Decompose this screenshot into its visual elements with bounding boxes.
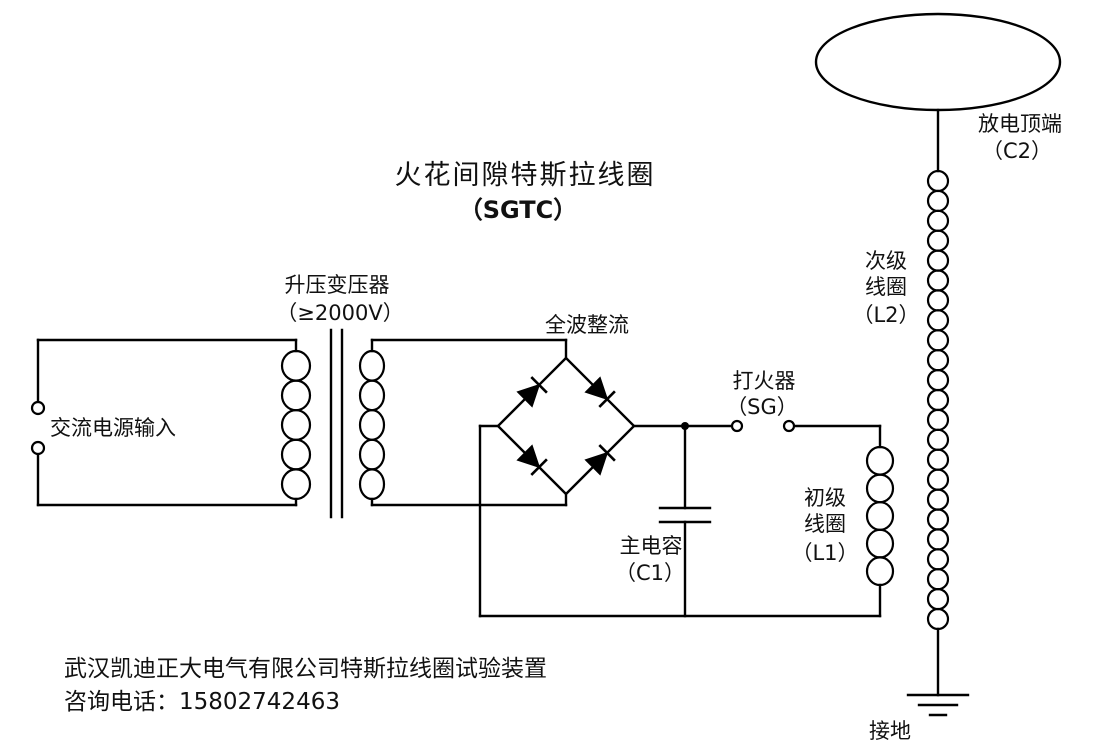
label-secondary-coil-1: 次级 [865, 249, 907, 273]
label-top-load-ref: （C2） [982, 139, 1052, 163]
label-transformer-spec: （≥2000V） [276, 301, 403, 325]
label-capacitor-ref: （C1） [615, 561, 685, 585]
label-primary-coil-1: 初级 [804, 486, 846, 510]
watermark-phone: 咨询电话：15802742463 [64, 689, 340, 715]
main-capacitor [658, 422, 712, 524]
label-transformer: 升压变压器 [285, 273, 390, 297]
label-secondary-coil-2: 线圈 [865, 275, 907, 299]
ac-input-terminals [30, 400, 46, 456]
label-primary-coil-ref: （L1） [791, 541, 858, 565]
label-ground: 接地 [869, 719, 911, 743]
label-top-load: 放电顶端 [978, 112, 1062, 136]
diagram-subtitle: （SGTC） [459, 196, 578, 224]
watermark-company: 武汉凯迪正大电气有限公司特斯拉线圈试验装置 [64, 656, 547, 682]
label-spark-gap-ref: （SG） [726, 395, 798, 419]
spark-gap [730, 419, 796, 433]
diode-icon [584, 376, 616, 408]
circuit-wires [36, 108, 940, 697]
label-spark-gap: 打火器 [733, 369, 796, 393]
primary-coil [865, 445, 895, 587]
label-rectifier: 全波整流 [545, 313, 629, 337]
label-secondary-coil-ref: （L2） [852, 303, 919, 327]
top-load-toroid [814, 12, 1062, 112]
label-capacitor: 主电容 [620, 534, 683, 558]
transformer-secondary-winding [358, 349, 386, 501]
transformer-primary-winding [280, 349, 312, 501]
label-ac-input: 交流电源输入 [50, 416, 176, 440]
diode-icon [516, 444, 548, 476]
diode-icon [584, 444, 616, 476]
secondary-coil [926, 169, 950, 631]
diagram-title: 火花间隙特斯拉线圈 [395, 160, 656, 191]
bridge-rectifier [496, 356, 636, 496]
ground-icon [906, 693, 970, 717]
label-primary-coil-2: 线圈 [804, 512, 846, 536]
diode-icon [516, 376, 548, 408]
